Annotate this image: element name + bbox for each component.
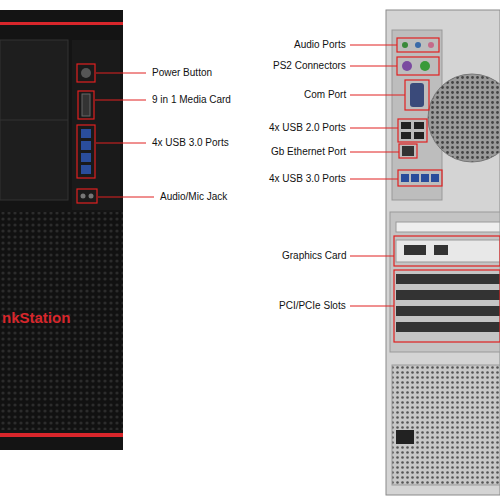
brand-text: nkStation	[2, 309, 70, 327]
callout-label: Graphics Card	[282, 250, 346, 262]
callout-label: 9 in 1 Media Card	[152, 94, 231, 106]
callout-label: PS2 Connectors	[273, 60, 346, 72]
callout-label: Audio Ports	[294, 39, 346, 51]
callout-label: 4x USB 2.0 Ports	[269, 122, 346, 134]
callout-label: 4x USB 3.0 Ports	[152, 137, 229, 149]
callout-label: Audio/Mic Jack	[160, 191, 227, 203]
callout-label: Gb Ethernet Port	[271, 146, 346, 158]
callout-label: Power Button	[152, 67, 212, 79]
callout-label: 4x USB 3.0 Ports	[269, 173, 346, 185]
callout-label: Com Port	[304, 89, 346, 101]
callout-label: PCI/PCIe Slots	[279, 300, 346, 312]
